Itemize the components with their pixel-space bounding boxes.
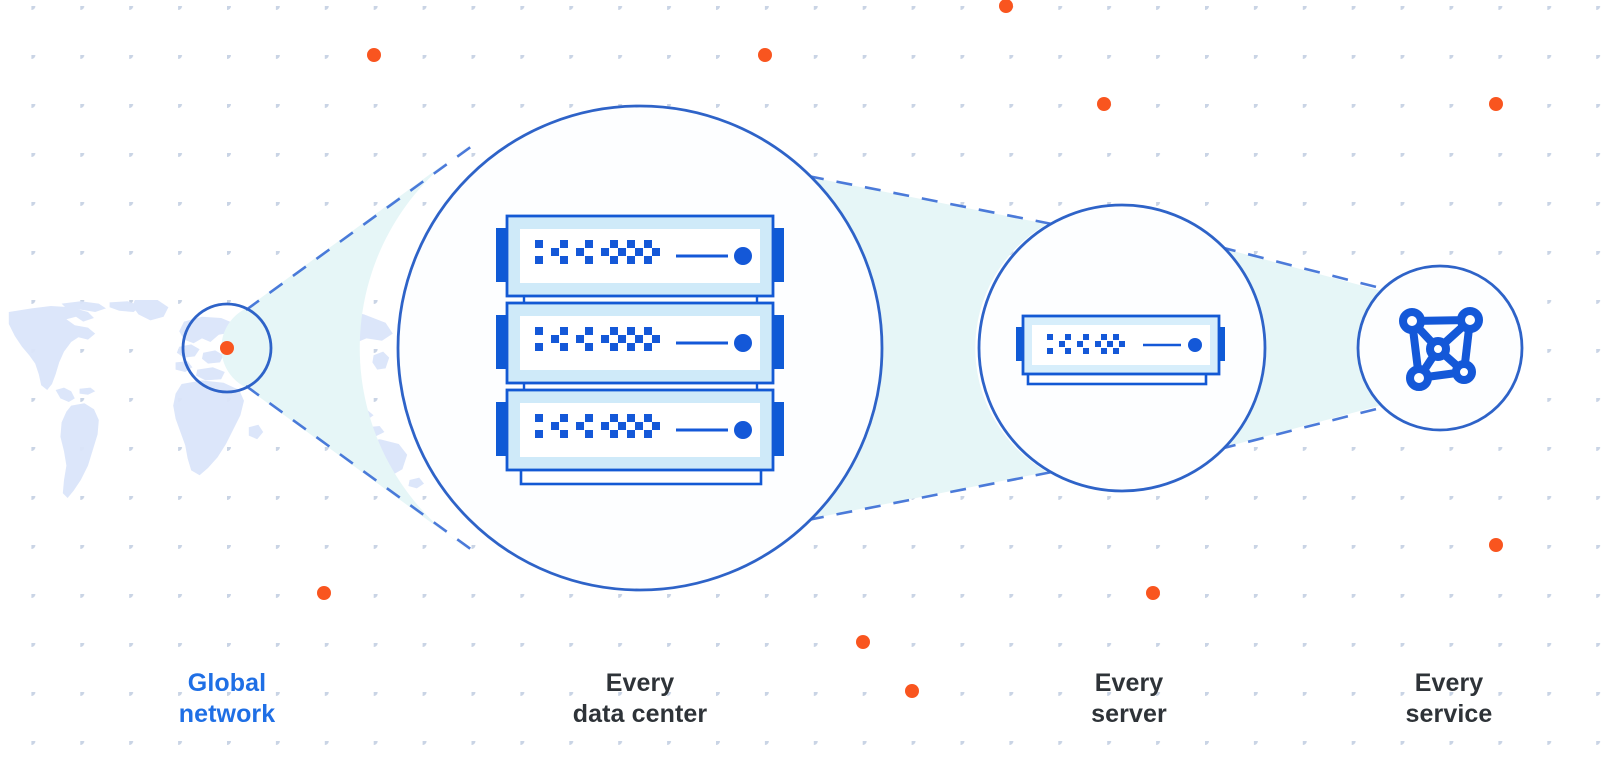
orange-accent-dot	[758, 48, 772, 62]
wedge-server-to-service	[1222, 248, 1382, 448]
label-global-network: Global network	[178, 669, 276, 728]
orange-accent-dot	[1489, 97, 1503, 111]
led-matrix	[535, 414, 660, 438]
rack-unit-3	[496, 388, 784, 472]
orange-accent-dot	[999, 0, 1013, 13]
dash-top-datacenter-to-server	[807, 174, 1053, 226]
orange-accent-dot	[317, 586, 331, 600]
orange-accent-dot	[1097, 97, 1111, 111]
rack-unit-2	[496, 301, 784, 385]
led-matrix	[535, 240, 660, 264]
net-node-bottom-left	[1406, 365, 1432, 391]
orange-accent-dot	[367, 48, 381, 62]
globe-circle	[181, 302, 273, 394]
orange-accent-dot	[1489, 538, 1503, 552]
rack-status-dot	[734, 247, 752, 265]
led-matrix	[535, 327, 660, 351]
label-every-service: Every service	[1405, 669, 1493, 728]
net-node-bottom-right	[1452, 360, 1476, 384]
led-matrix	[1047, 334, 1125, 354]
net-node-center	[1426, 337, 1450, 361]
orange-accent-dot	[905, 684, 919, 698]
dash-bottom-globe-to-datacenter	[245, 384, 473, 552]
net-node-top-right	[1457, 307, 1483, 333]
wedge-globe-to-datacenter	[221, 145, 470, 551]
orange-accent-dot	[220, 341, 234, 355]
rack-unit-1	[496, 214, 784, 298]
label-every-data-center: Every data center	[572, 669, 708, 728]
net-node-top-left	[1399, 308, 1425, 334]
single-server-status-dot	[1188, 338, 1202, 352]
dash-bottom-datacenter-to-server	[807, 470, 1053, 522]
orange-accent-dot	[856, 635, 870, 649]
orange-accent-dot	[1146, 586, 1160, 600]
label-every-server: Every server	[1091, 669, 1167, 728]
dash-top-globe-to-datacenter	[245, 144, 473, 312]
